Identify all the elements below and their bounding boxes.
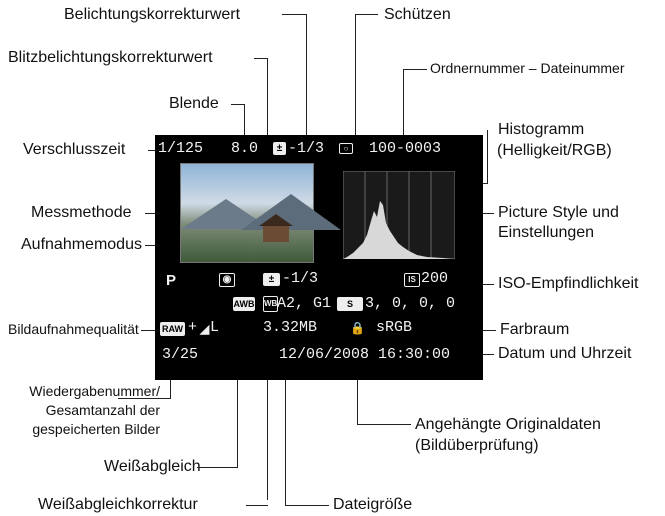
white-balance-shift-icon: WB (263, 296, 278, 312)
aperture-value: 8.0 (231, 140, 258, 157)
quality-size: L (210, 319, 219, 336)
label-bildaufnahmequalitaet: Bildaufnahmequalität (8, 321, 139, 338)
leader-schuetzen-v (355, 14, 356, 135)
label-dateigroesse: Dateigröße (333, 496, 412, 514)
label-verschlusszeit: Verschlusszeit (23, 141, 125, 159)
photo-thumbnail (180, 163, 314, 263)
file-size: 3.32MB (263, 319, 317, 336)
white-balance-shift-value: A2, G1 (277, 295, 331, 312)
leader-wiedergabe-h (118, 398, 171, 399)
label-angehaengte-originaldaten: Angehängte Originaldaten (415, 416, 601, 434)
raw-plus-sign: + (188, 319, 197, 336)
leader-qualitaet (141, 330, 155, 331)
quality-large-icon: ◢ (200, 322, 208, 334)
auto-white-balance-icon: AWB (233, 297, 255, 311)
label-gesamtanzahl: Gesamtanzahl der (6, 402, 160, 419)
label-gespeicherte-bilder: gespeicherten Bilder (6, 421, 160, 438)
raw-quality-icon: RAW (160, 322, 185, 336)
label-blitzbelichtungskorrekturwert: Blitzbelichtungskorrekturwert (8, 49, 213, 67)
iso-icon: IS (404, 273, 420, 287)
leader-ordner-h (403, 69, 427, 70)
camera-lcd-screen: 1/125 8.0 ± -1/3 ○ 100-0003 P ◉ ± -1/3 I… (155, 135, 483, 380)
original-data-lock-icon: 🔒 (350, 321, 362, 334)
label-weissabgleichkorrektur: Weißabgleichkorrektur (38, 496, 198, 514)
folder-file-number: 100-0003 (369, 140, 441, 157)
label-histogramm-sub: (Helligkeit/RGB) (497, 142, 612, 160)
leader-belichtungskorrektur-v (306, 14, 307, 135)
label-iso: ISO-Empfindlichkeit (498, 275, 639, 293)
leader-blitz-h (254, 58, 268, 59)
label-histogramm: Histogramm (498, 121, 584, 139)
label-schuetzen: Schützen (384, 6, 451, 24)
leader-original-h (357, 424, 411, 425)
label-ordnernummer-dateinummer: Ordnernummer – Dateinummer (430, 60, 625, 77)
exposure-compensation-value: -1/3 (288, 140, 324, 157)
leader-histogramm-v (487, 130, 488, 183)
leader-dateigroesse-h (285, 505, 329, 506)
leader-blende-h (231, 104, 245, 105)
picture-style-icon: S (337, 297, 363, 311)
leader-schuetzen-h (355, 14, 378, 15)
label-picture-style: Picture Style und (498, 204, 619, 222)
photo-house-roof (259, 214, 293, 226)
label-farbraum: Farbraum (500, 321, 569, 339)
label-bildueberpruefung: (Bildüberprüfung) (415, 437, 539, 455)
date-time: 12/06/2008 16:30:00 (279, 346, 450, 363)
leader-belichtungskorrektur-h (282, 14, 307, 15)
label-weissabgleich: Weißabgleich (104, 458, 201, 476)
label-blende: Blende (169, 95, 219, 113)
playback-count: 3/25 (162, 346, 198, 363)
photo-house (263, 226, 289, 242)
flash-exposure-compensation-icon: ± (263, 273, 280, 286)
leader-blende-v (244, 104, 245, 135)
leader-weissabgleich-h (197, 467, 238, 468)
leader-verschlusszeit (148, 150, 155, 151)
label-belichtungskorrekturwert: Belichtungskorrekturwert (64, 6, 240, 24)
flash-compensation-value: -1/3 (282, 270, 318, 287)
leader-ordner-v (403, 69, 404, 135)
leader-weissabgleichkorrektur-h (246, 505, 268, 506)
leader-datum (483, 354, 494, 355)
label-aufnahmemodus: Aufnahmemodus (21, 236, 142, 254)
protect-icon: ○ (339, 143, 353, 154)
label-picture-style-sub: Einstellungen (498, 224, 594, 242)
shutter-speed: 1/125 (158, 140, 203, 157)
shooting-mode: P (166, 272, 176, 289)
metering-mode-icon: ◉ (219, 273, 235, 287)
iso-value: 200 (421, 270, 448, 287)
label-datum-uhrzeit: Datum und Uhrzeit (498, 345, 631, 363)
picture-style-values: 3, 0, 0, 0 (365, 295, 455, 312)
color-space: sRGB (376, 319, 412, 336)
exposure-compensation-icon: ± (273, 142, 286, 155)
label-messmethode: Messmethode (31, 204, 132, 222)
histogram (343, 171, 455, 259)
